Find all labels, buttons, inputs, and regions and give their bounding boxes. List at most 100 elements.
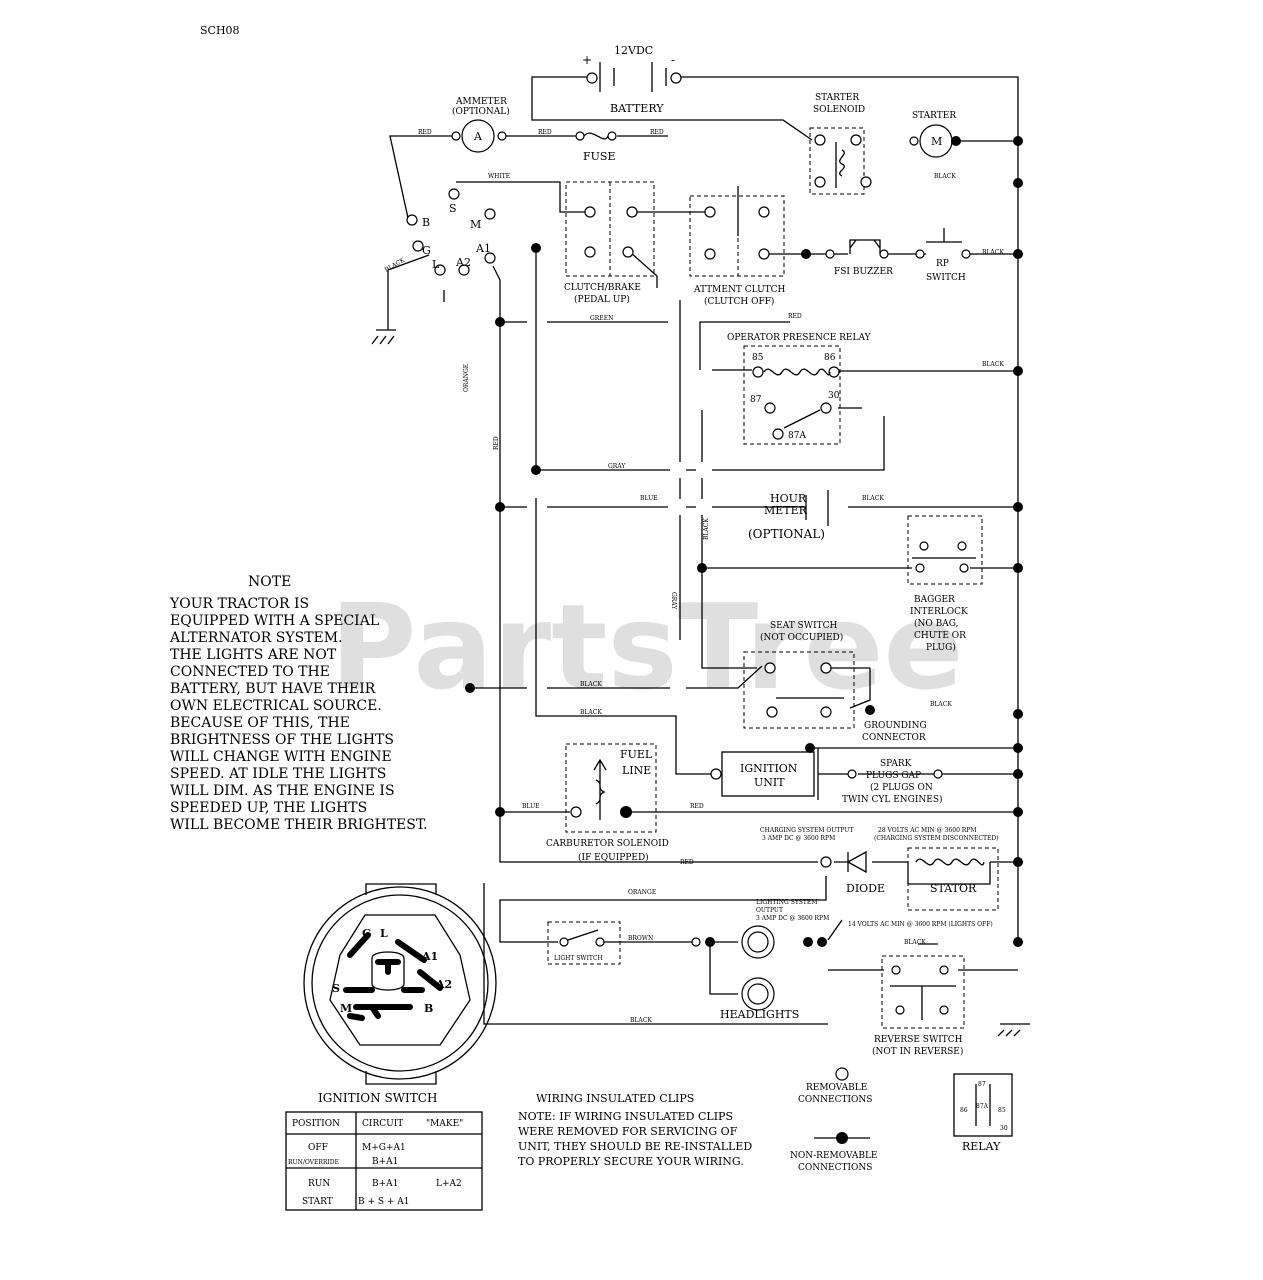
clutch-brake-l2: (PEDAL UP)	[574, 294, 630, 305]
fuel-line-l1: FUEL	[620, 748, 653, 761]
reverse-l1: REVERSE SWITCH	[874, 1035, 963, 1045]
face-b: B	[424, 1002, 433, 1015]
note-line: EQUIPPED WITH A SPECIAL	[170, 613, 379, 629]
face-s: S	[332, 982, 340, 995]
ignition-switch-table: POSITION CIRCUIT "MAKE" OFF M+G+A1 RUN/O…	[285, 1111, 483, 1211]
starter-motor: M STARTER BLACK	[909, 111, 961, 180]
term-m: M	[470, 218, 481, 231]
spark-l3: (2 PLUGS ON	[870, 782, 933, 793]
wire-blue-carb: BLUE	[522, 803, 540, 810]
rp-switch: RP SWITCH BLACK	[915, 228, 1004, 283]
relay-t87: 87	[978, 1081, 986, 1088]
fuse-label: FUSE	[583, 150, 615, 163]
relay-t86: 86	[960, 1107, 968, 1114]
wire-black-starter: BLACK	[934, 173, 956, 180]
wire-red-relay: RED	[788, 313, 802, 320]
ammeter-symbol: A	[473, 130, 483, 143]
diode-label: DIODE	[846, 882, 885, 895]
clips-line: WERE REMOVED FOR SERVICING OF	[518, 1125, 738, 1138]
note-line: OWN ELECTRICAL SOURCE.	[170, 698, 382, 714]
relay-label: RELAY	[962, 1140, 1001, 1153]
relay-t85: 85	[998, 1107, 1006, 1114]
stator-label: STATOR	[930, 882, 977, 895]
note-line: SPEED. AT IDLE THE LIGHTS	[170, 766, 386, 782]
reverse-l2: (NOT IN REVERSE)	[872, 1046, 963, 1057]
clutch-brake-l1: CLUTCH/BRAKE	[564, 283, 641, 293]
battery: + - 12VDC BATTERY	[582, 44, 682, 115]
table-cell: OFF	[308, 1143, 328, 1153]
wire-red-vertical: RED	[493, 436, 500, 450]
wire-black-ignition: BLACK	[580, 709, 602, 716]
note-line: BATTERY, BUT HAVE THEIR	[170, 681, 376, 697]
ignition-switch-title: IGNITION SWITCH	[318, 1091, 437, 1105]
hour-meter-l3: (OPTIONAL)	[748, 527, 825, 541]
table-cell: B + S + A1	[358, 1197, 410, 1207]
opr-t87: 87	[750, 395, 762, 405]
term-g: G	[422, 244, 431, 257]
table-header: "MAKE"	[426, 1119, 463, 1129]
note-line: WILL DIM. AS THE ENGINE IS	[170, 783, 395, 799]
wire-white: WHITE	[488, 173, 510, 180]
wire-red-solenoid: RED	[650, 129, 664, 136]
note-line: CONNECTED TO THE	[170, 664, 330, 680]
note-line: WILL CHANGE WITH ENGINE	[170, 749, 392, 765]
light-switch: LIGHT SWITCH BROWN	[547, 921, 653, 965]
clips-note: WIRING INSULATED CLIPS NOTE: IF WIRING I…	[518, 1092, 752, 1168]
ammeter-sub: (OPTIONAL)	[452, 106, 510, 117]
fuel-line-l2: LINE	[622, 764, 651, 777]
wire-gray: GRAY	[608, 463, 626, 470]
opr-t30: 30	[828, 391, 840, 401]
starter-solenoid: STARTER SOLENOID	[809, 93, 872, 195]
legend-nonremovable-l1: NON-REMOVABLE	[790, 1151, 878, 1161]
hour-meter-l2: METER	[764, 504, 808, 517]
table-cell: START	[302, 1197, 333, 1207]
relay-t87a: 87A	[976, 1103, 989, 1110]
rp-switch-l1: RP	[936, 259, 949, 269]
term-s: S	[449, 202, 457, 215]
fuse: FUSE	[575, 131, 617, 163]
carb-l1: CARBURETOR SOLENOID	[546, 839, 669, 849]
lighting-output-l3: 3 AMP DC @ 3600 RPM	[756, 915, 829, 922]
face-a1: A1	[421, 950, 438, 963]
clutch-brake-switch: CLUTCH/BRAKE (PEDAL UP)	[564, 181, 655, 305]
legend-removable-l1: REMOVABLE	[806, 1083, 867, 1093]
stator-voltage-l2: (CHARGING SYSTEM DISCONNECTED)	[874, 835, 999, 842]
wire-red-carb: RED	[690, 803, 704, 810]
wire-black-ground2: BLACK	[930, 701, 952, 708]
fsi-buzzer: FSI BUZZER	[825, 239, 893, 277]
term-l: L	[432, 258, 440, 271]
bagger-l2: INTERLOCK	[910, 607, 968, 617]
seat-switch-l1: SEAT SWITCH	[770, 621, 837, 631]
fsi-buzzer-label: FSI BUZZER	[834, 267, 893, 277]
wire-orange: ORANGE	[463, 364, 470, 392]
doc-code: SCH08	[200, 24, 240, 37]
lighting-output-l1: LIGHTING SYSTEM	[756, 899, 817, 906]
face-l: L	[380, 927, 388, 940]
table-header: CIRCUIT	[362, 1119, 403, 1129]
carb-solenoid: FUEL LINE CARBURETOR SOLENOID (IF EQUIPP…	[522, 743, 704, 863]
battery-label: BATTERY	[610, 102, 664, 115]
lighting-output: LIGHTING SYSTEM OUTPUT 3 AMP DC @ 3600 R…	[756, 899, 993, 947]
ignition-terminals: B S M G L A2 A1 BLACK RED RED RED WHITE	[384, 129, 664, 276]
seat-switch-l2: (NOT OCCUPIED)	[760, 632, 843, 643]
table-cell: B+A1	[372, 1157, 398, 1167]
opr-t86: 86	[824, 353, 836, 363]
grounding-l2: CONNECTOR	[862, 733, 926, 743]
opr-relay-label: OPERATOR PRESENCE RELAY	[727, 333, 872, 343]
bagger-l1: BAGGER	[914, 595, 955, 605]
relay-legend: 87 87A 86 85 30 RELAY	[953, 1073, 1013, 1153]
note-line: BRIGHTNESS OF THE LIGHTS	[170, 732, 394, 748]
wire-red-ammeter: RED	[418, 129, 432, 136]
note-title: NOTE	[248, 574, 291, 590]
face-a2: A2	[435, 978, 452, 991]
table-cell: L+A2	[436, 1179, 462, 1189]
note-line: THE LIGHTS ARE NOT	[170, 647, 337, 663]
lights-voltage: 14 VOLTS AC MIN @ 3600 RPM (LIGHTS OFF)	[848, 921, 993, 928]
junction-dots	[465, 136, 1023, 947]
spark-l2: PLUGS GAP	[866, 771, 921, 781]
charging-output-l1: CHARGING SYSTEM OUTPUT	[760, 827, 853, 834]
battery-plus: +	[582, 53, 592, 67]
note-line: YOUR TRACTOR IS	[169, 596, 309, 612]
clips-title: WIRING INSULATED CLIPS	[536, 1092, 694, 1105]
relay-t30: 30	[1000, 1125, 1008, 1132]
